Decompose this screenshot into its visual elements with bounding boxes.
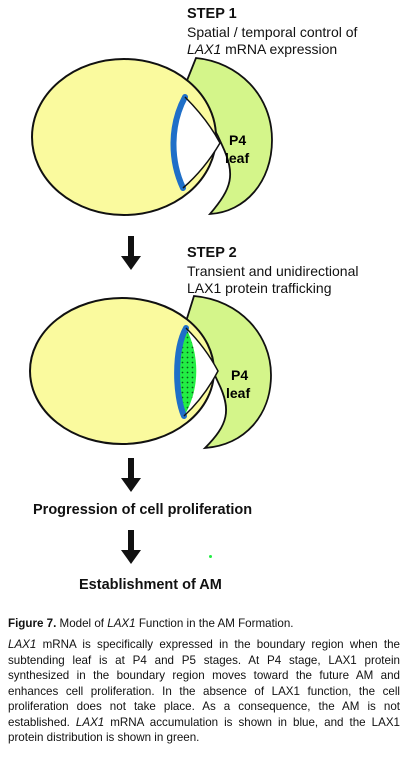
- down-arrow-2: [121, 458, 141, 492]
- step1-title: STEP 1: [187, 6, 237, 22]
- step2-title: STEP 2: [187, 245, 237, 261]
- boundary-notch-2: [184, 328, 218, 416]
- step1-gene: LAX1: [187, 41, 222, 57]
- leaf2-label-p4: P4: [231, 367, 248, 383]
- mrna-band-2: [174, 325, 189, 419]
- step2-diagram: P4 leaf: [29, 295, 272, 450]
- down-arrow-1: [121, 236, 141, 270]
- boundary-edge-2: [183, 327, 219, 417]
- step1-line1: Spatial / temporal control of: [187, 24, 358, 40]
- step1-diagram: P4 leaf: [31, 57, 273, 216]
- establishment-label: Establishment of AM: [79, 577, 222, 593]
- step2-description: Transient and unidirectional LAX1 protei…: [187, 263, 358, 297]
- leaf2-label-leaf: leaf: [226, 385, 250, 401]
- figure-caption-body: LAX1 mRNA is specifically expressed in t…: [8, 637, 400, 746]
- step1-description: Spatial / temporal control of LAX1 mRNA …: [187, 24, 357, 58]
- caption-text-1: mRNA is specifically expressed in the bo…: [8, 638, 400, 729]
- down-arrow-3: [121, 530, 141, 564]
- mrna-band-1: [170, 94, 188, 191]
- caption-gene-2: LAX1: [75, 715, 105, 729]
- figure-label: Figure 7.: [8, 617, 57, 630]
- progression-label: Progression of cell proliferation: [33, 502, 253, 518]
- caption-title-pre: Model of: [56, 617, 108, 630]
- leaf1-label-p4: P4: [229, 132, 246, 148]
- caption-gene-1: LAX1: [8, 638, 37, 651]
- step1-line2-rest: mRNA expression: [221, 41, 338, 57]
- step2-line2: LAX1 protein trafficking: [187, 280, 332, 296]
- step1-line2: LAX1 mRNA expression: [187, 41, 357, 58]
- stray-green-dot: [209, 555, 212, 558]
- caption-title-post: Function in the AM Formation.: [135, 617, 294, 630]
- step2-line1: Transient and unidirectional: [187, 263, 359, 279]
- figure-caption-title: Figure 7. Model of LAX1 Function in the …: [8, 616, 403, 632]
- boundary-edge-1: [182, 96, 221, 189]
- caption-text-2: mRNA accumulation is shown in blue, and …: [8, 715, 400, 745]
- boundary-notch-1: [173, 97, 220, 188]
- leaf1-label-leaf: leaf: [225, 150, 249, 166]
- caption-title-gene: LAX1: [107, 617, 136, 630]
